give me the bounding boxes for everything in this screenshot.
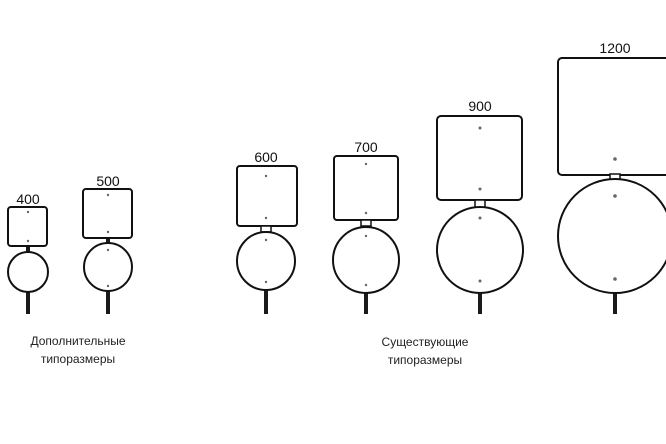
round-plate — [332, 226, 400, 294]
bolt — [106, 248, 110, 252]
round-plate — [7, 251, 49, 293]
sign-400: 400 — [7, 191, 49, 314]
round-plate — [436, 206, 524, 294]
square-plate — [82, 188, 133, 239]
clamp — [360, 219, 372, 227]
bolt — [106, 230, 110, 234]
sign-500: 500 — [82, 173, 133, 314]
bolt — [364, 283, 368, 287]
caption-line: типоразмеры — [40, 352, 116, 366]
square-plate — [333, 155, 399, 221]
additional-sizes-caption: Дополнительные типоразмеры — [10, 332, 146, 368]
size-label-600: 600 — [254, 149, 278, 165]
caption-line: типоразмеры — [387, 353, 463, 367]
sign-900: 900 — [436, 98, 524, 314]
existing-sizes-caption: Существующие типоразмеры — [352, 333, 498, 369]
bolt — [364, 162, 368, 166]
size-label-500: 500 — [96, 173, 120, 189]
bolt — [478, 279, 482, 283]
bolt — [264, 280, 268, 284]
square-plate — [557, 57, 666, 176]
sign-1200: 1200 — [557, 40, 666, 314]
size-label-700: 700 — [354, 139, 378, 155]
round-plate — [557, 178, 666, 294]
bolt — [478, 126, 482, 130]
size-label-900: 900 — [468, 98, 492, 114]
bolt — [264, 238, 268, 242]
bolt — [264, 216, 268, 220]
bolt — [26, 239, 30, 243]
square-plate — [7, 206, 48, 247]
round-plate — [83, 242, 133, 292]
bolt — [264, 174, 268, 178]
size-label-400: 400 — [16, 191, 40, 207]
bolt — [613, 277, 617, 281]
caption-line: Существующие — [381, 335, 469, 349]
sign-700: 700 — [332, 139, 400, 314]
size-label-1200: 1200 — [599, 40, 630, 56]
bolt — [364, 234, 368, 238]
bolt — [364, 211, 368, 215]
bolt — [106, 284, 110, 288]
round-plate — [236, 231, 296, 291]
bolt — [106, 193, 110, 197]
square-plate — [236, 165, 298, 227]
bolt — [613, 157, 617, 161]
caption-line: Дополнительные — [30, 334, 126, 348]
sign-600: 600 — [236, 149, 298, 314]
bolt — [613, 194, 617, 198]
bolt — [26, 210, 30, 214]
bolt — [478, 216, 482, 220]
bolt — [478, 187, 482, 191]
